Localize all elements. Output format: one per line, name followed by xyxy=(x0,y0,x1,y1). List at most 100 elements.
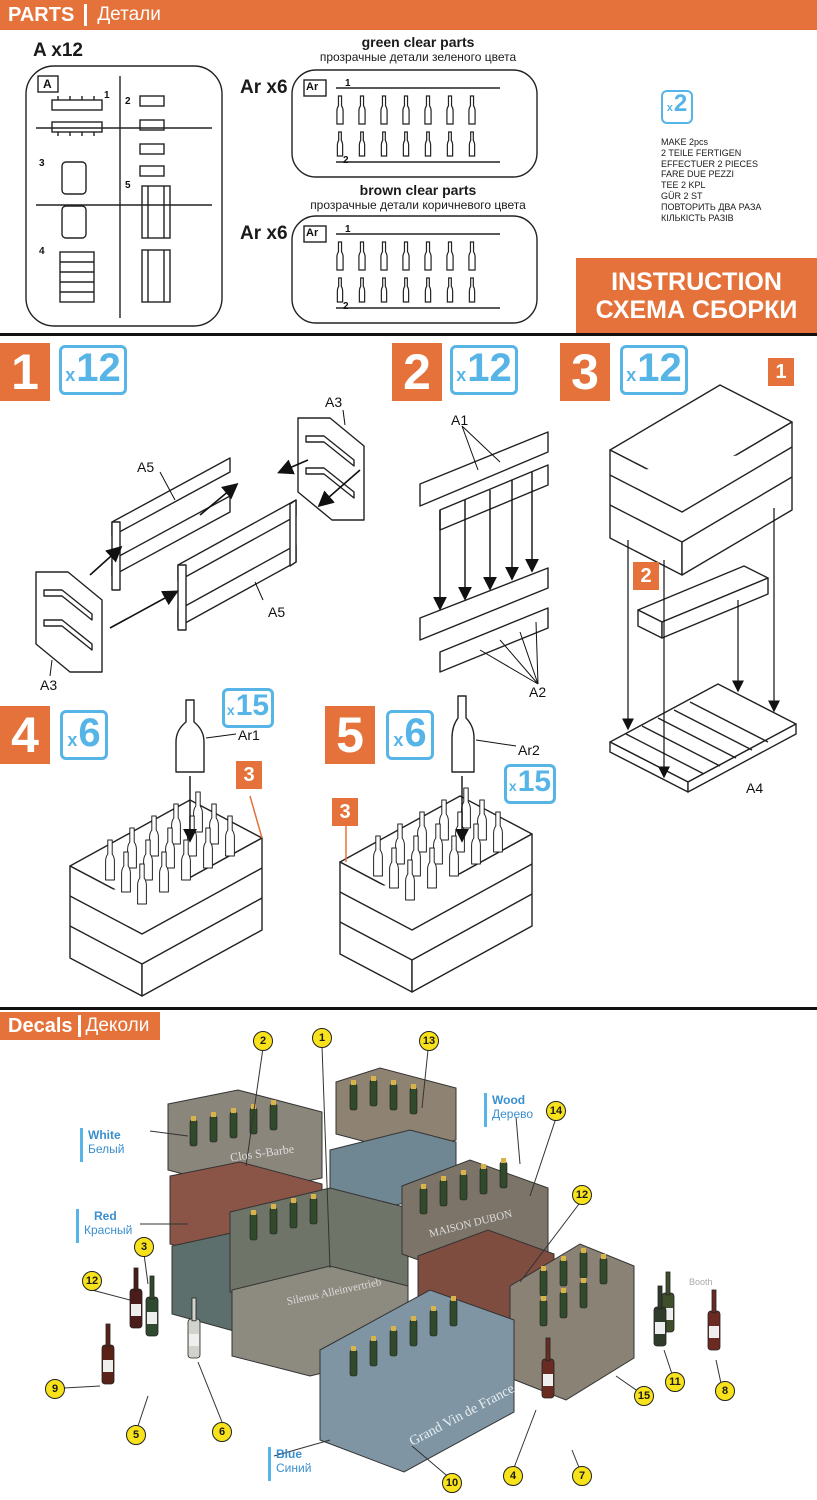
pen-icon xyxy=(268,1447,271,1481)
brown-num-2: 2 xyxy=(343,301,349,312)
bottle-cap xyxy=(421,1184,426,1189)
decal-marker-2: 2 xyxy=(253,1031,273,1051)
bottle-cap xyxy=(601,1254,606,1259)
brown-sprue-label: Ar x6 xyxy=(240,223,288,244)
decal-marker-11: 11 xyxy=(665,1372,685,1392)
step-3-number: 3 xyxy=(560,343,610,401)
crate-bottle xyxy=(419,1187,428,1215)
decal-marker-5: 5 xyxy=(126,1425,146,1445)
decal-bottle xyxy=(541,1337,555,1399)
crate-bottle xyxy=(143,839,153,881)
crate-bottle xyxy=(137,863,147,905)
decal-bottle xyxy=(101,1323,115,1385)
sprue-a-tag-box xyxy=(37,75,59,93)
decal-marker-12b: 12 xyxy=(572,1185,592,1205)
crate-bottle xyxy=(181,839,191,881)
crate-bottle xyxy=(417,811,427,853)
decal-bottle xyxy=(187,1297,201,1359)
sprue-bottle xyxy=(402,95,410,125)
bottle-cap xyxy=(561,1256,566,1261)
bottle-cap xyxy=(251,1210,256,1215)
brown-sprue-frame xyxy=(291,215,538,324)
sprue-bottle xyxy=(358,95,366,125)
step-2-number: 2 xyxy=(392,343,442,401)
sprue-bottle xyxy=(446,277,454,303)
step-4-ref-3: 3 xyxy=(236,761,262,789)
sprue-a-num-4: 4 xyxy=(39,246,45,257)
decal-marker-3: 3 xyxy=(134,1237,154,1257)
step-2-label-a1: A1 xyxy=(451,412,469,428)
crate-bottle xyxy=(209,1115,218,1143)
bottle-cap xyxy=(541,1266,546,1271)
make-line: ПОВТОРИТЬ ДВА РАЗА xyxy=(661,201,762,212)
crate-bottle xyxy=(411,835,421,877)
color-label-blue: Blue Синий xyxy=(268,1447,311,1481)
qty-x: x xyxy=(393,730,404,750)
color-label-white: White Белый xyxy=(80,1128,125,1162)
sprue-bottle xyxy=(380,131,388,157)
header-divider xyxy=(84,4,88,26)
crate-bottle xyxy=(269,1207,278,1235)
pen-icon xyxy=(80,1128,83,1162)
sprue-a-frame xyxy=(25,65,223,327)
bottle-cap xyxy=(441,1176,446,1181)
step-2-qty-value: 12 xyxy=(467,346,512,390)
step-4-qty-value: 6 xyxy=(78,711,101,755)
brown-tag: Ar xyxy=(306,227,319,239)
green-title: green clear parts xyxy=(361,34,475,50)
crate-bottle xyxy=(579,1281,588,1309)
decals-subtitle: Деколи xyxy=(85,1015,150,1036)
bottle-cap xyxy=(431,1306,436,1311)
sprue-a-num-3: 3 xyxy=(39,158,45,169)
bottle-neck xyxy=(105,1323,111,1348)
crate-bottle xyxy=(269,1103,278,1131)
sprue-bottle xyxy=(336,241,344,271)
crate-bottle xyxy=(209,803,219,845)
bottle-neck xyxy=(133,1267,139,1292)
booth-text: Booth xyxy=(689,1277,713,1287)
crate-bottle xyxy=(599,1257,608,1285)
decal-marker-12a: 12 xyxy=(82,1271,102,1291)
step-1-label-a5-back: A5 xyxy=(137,459,155,475)
make-line: EFFECTUER 2 PIECES xyxy=(661,158,759,169)
make-line: КІЛЬКІСТЬ РАЗІВ xyxy=(661,212,734,223)
crate-bottle xyxy=(203,827,213,869)
sprue-bottle xyxy=(336,131,344,157)
step3-drawing xyxy=(609,384,797,793)
step-2-label-a2: A2 xyxy=(529,684,547,700)
crate-bottle xyxy=(461,787,471,829)
crate-bottle xyxy=(429,1309,438,1337)
color-label-red: Red Красный xyxy=(76,1209,132,1243)
sprue-bottle xyxy=(402,277,410,303)
step-5-bottle-qty-value: 15 xyxy=(517,765,552,798)
sprue-a-num-1: 1 xyxy=(104,90,110,101)
bottle-cap xyxy=(291,1198,296,1203)
step-5-ref-3: 3 xyxy=(332,798,358,826)
bottle-cap xyxy=(541,1296,546,1301)
bottle-cap xyxy=(411,1084,416,1089)
make-qty-n: 2 xyxy=(673,90,688,117)
bottle-cap xyxy=(371,1336,376,1341)
section-divider xyxy=(0,333,817,336)
decal-marker-15: 15 xyxy=(634,1386,654,1406)
bottle-label xyxy=(663,1308,673,1320)
sprue-bottle xyxy=(468,277,476,303)
sprue-bottle xyxy=(358,131,366,157)
color-wood-ru: Дерево xyxy=(492,1107,534,1121)
qty-x: x xyxy=(626,365,637,385)
sprue-bottle xyxy=(402,131,410,157)
green-sprue-frame xyxy=(291,69,538,178)
crate-bottle xyxy=(159,851,169,893)
color-white-ru: Белый xyxy=(88,1142,125,1156)
step-1-label-a5-front: A5 xyxy=(268,604,286,620)
section-divider xyxy=(0,1007,817,1010)
make-line: GÜR 2 ST xyxy=(661,190,703,201)
step-3-ref-2: 2 xyxy=(633,562,659,590)
make-line: 2 TEILE FERTIGEN xyxy=(661,147,742,158)
make-list: MAKE 2pcs 2 TEILE FERTIGEN EFFECTUER 2 P… xyxy=(661,137,761,223)
bottle-cap xyxy=(251,1104,256,1109)
header-divider xyxy=(77,1015,81,1037)
